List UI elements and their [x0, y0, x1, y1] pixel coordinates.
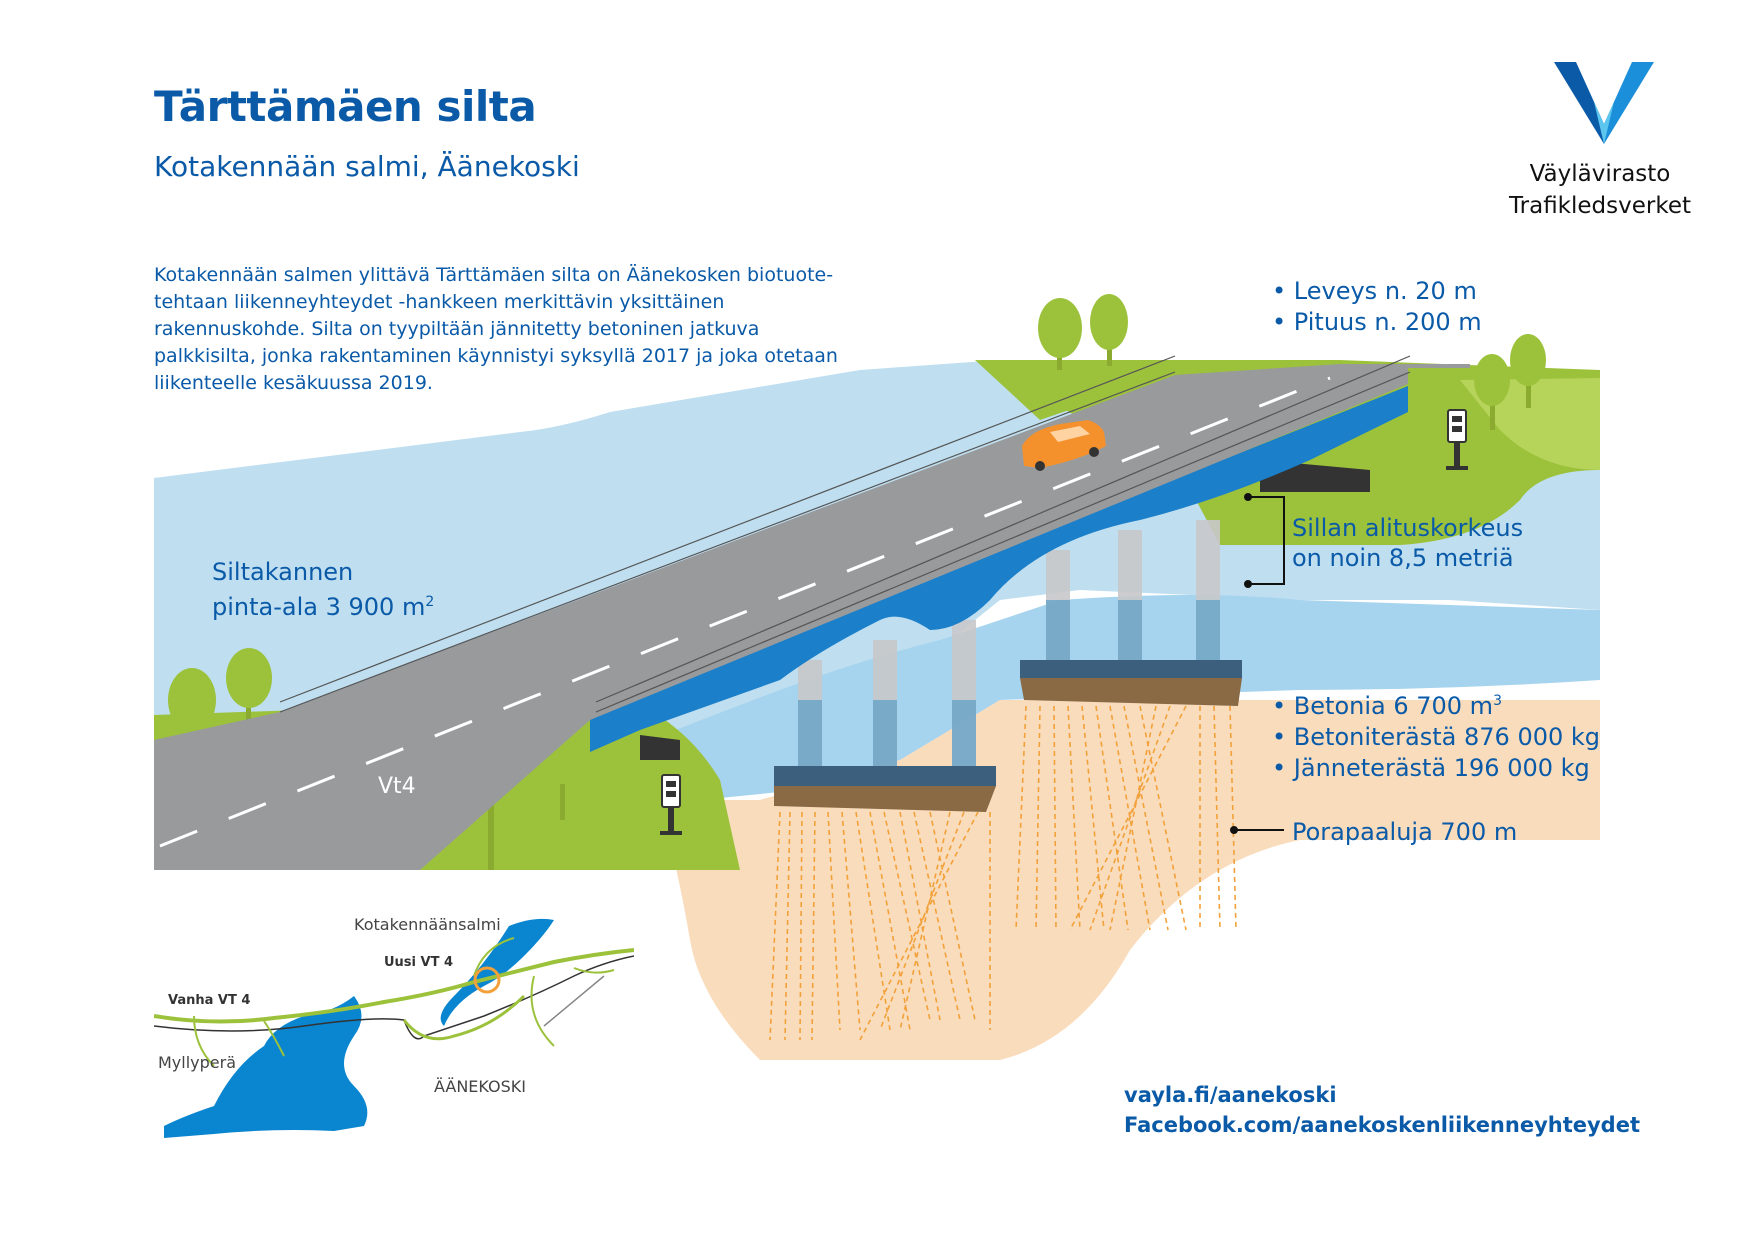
tendon-stat: Jänneterästä 196 000 kg	[1272, 753, 1600, 784]
map-label-new-road: Uusi VT 4	[384, 955, 453, 970]
concrete-stat: Betonia 6 700 m3	[1272, 686, 1600, 722]
lane-markings	[159, 376, 1331, 848]
map-label-old-road: Vanha VT 4	[168, 993, 250, 1008]
piles-label: Porapaaluja 700 m	[1292, 818, 1518, 846]
facebook-link[interactable]: Facebook.com/aanekoskenliikenneyhteydet	[1124, 1113, 1640, 1137]
clearance-line1: Sillan alituskorkeus	[1292, 514, 1524, 542]
river	[600, 595, 1600, 800]
abutment-left	[640, 735, 680, 760]
map-label-town: ÄÄNEKOSKI	[434, 1077, 526, 1096]
logo-text: Väylävirasto Trafikledsverket	[1480, 158, 1720, 222]
railings	[279, 355, 1411, 713]
deck-area-line2: pinta-ala 3 900 m2	[212, 593, 435, 621]
piles-leader	[1230, 826, 1284, 834]
map-roads	[154, 937, 634, 1067]
deck-area-line1: Siltakannen	[212, 558, 354, 586]
road-label: Vt4	[378, 774, 416, 799]
dimensions-list: Leveys n. 20 m Pituus n. 200 m	[1272, 276, 1482, 338]
clearance-line2: on noin 8,5 metriä	[1292, 544, 1514, 572]
map-label-strait: Kotakennäänsalmi	[354, 916, 501, 934]
rebar-stat: Betoniterästä 876 000 kg	[1272, 722, 1600, 753]
location-map: Kotakennäänsalmi Uusi VT 4 Vanha VT 4 My…	[154, 916, 634, 1138]
page-subtitle: Kotakennään salmi, Äänekoski	[154, 150, 580, 183]
intro-paragraph: Kotakennään salmen ylittävä Tärttämäen s…	[154, 264, 838, 394]
materials-list: Betonia 6 700 m3 Betoniterästä 876 000 k…	[1272, 686, 1600, 784]
website-link[interactable]: vayla.fi/aanekoski	[1124, 1083, 1337, 1107]
traffic-signs	[660, 409, 1468, 835]
road-left-end	[154, 712, 590, 870]
deck-area-label: Siltakannen pinta-ala 3 900 m2	[212, 557, 434, 622]
map-bridge-marker	[473, 966, 501, 994]
pile-caps	[774, 660, 1242, 812]
bridge-girder	[590, 386, 1408, 752]
map-lake-south	[164, 996, 368, 1138]
map-label-village: Myllyperä	[158, 1053, 236, 1072]
length-stat: Pituus n. 200 m	[1272, 307, 1482, 338]
logo-line-sv: Trafikledsverket	[1508, 193, 1692, 219]
car-illustration	[1022, 420, 1106, 471]
page-title: Tärttämäen silta	[154, 82, 537, 131]
clearance-bracket	[1244, 493, 1285, 588]
piers-underwater	[798, 600, 1220, 780]
drilled-piles	[769, 705, 1237, 1041]
logo-line-fi: Väylävirasto	[1529, 161, 1671, 187]
vaylavirasto-logo-icon	[1554, 62, 1654, 144]
clearance-label: Sillan alituskorkeus on noin 8,5 metriä	[1292, 513, 1523, 573]
links-block: vayla.fi/aanekoski Facebook.com/aanekosk…	[1124, 1080, 1640, 1140]
width-stat: Leveys n. 20 m	[1272, 276, 1482, 307]
